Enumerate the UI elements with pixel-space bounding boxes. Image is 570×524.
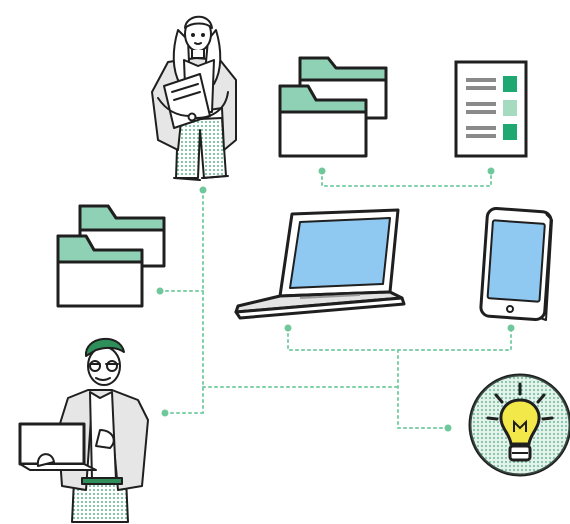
connector-nodes xyxy=(156,167,515,432)
connector-bottom-devices xyxy=(287,327,512,351)
connector-vertical-hub xyxy=(397,349,449,429)
document-checklist-icon xyxy=(454,60,528,158)
folder-stack-icon xyxy=(278,56,388,158)
connector-lines xyxy=(159,170,512,429)
woman-with-clipboard-figure xyxy=(151,15,237,181)
smartphone-icon xyxy=(479,207,553,321)
lightbulb-idea-icon xyxy=(468,373,570,477)
folder-stack-icon-left xyxy=(56,204,166,308)
laptop-icon xyxy=(234,208,406,320)
man-with-laptop-figure xyxy=(18,337,149,523)
connector-top-devices xyxy=(321,170,492,187)
